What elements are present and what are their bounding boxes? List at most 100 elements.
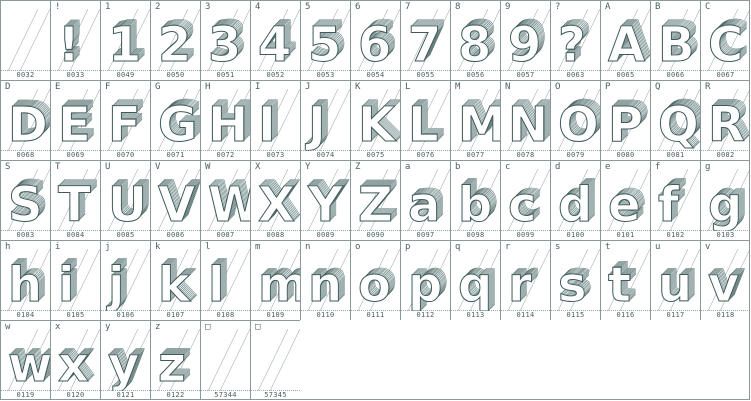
glyph-extrusion: 3 (213, 12, 246, 68)
glyph-extrusion: ? (564, 11, 592, 67)
glyph-label: H (205, 82, 211, 92)
baseline-guide (251, 150, 300, 151)
glyph-code: 57345 (264, 391, 287, 399)
glyph-face: y (108, 337, 139, 391)
glyph-face: f (658, 177, 680, 231)
glyph-code: 0113 (466, 311, 485, 319)
glyph-code: 0090 (366, 231, 385, 239)
baseline-guide (101, 70, 150, 71)
glyph-extrusion: 3 (209, 16, 242, 71)
glyph-face: i (58, 257, 74, 311)
glyph-extrusion: q (459, 256, 493, 311)
glyph-extrusion: l (211, 254, 227, 310)
glyph-extrusion: H (211, 94, 250, 150)
glyph-label: j (105, 242, 111, 252)
glyph-cell[interactable]: 0032 (0, 0, 50, 80)
glyph-label: s (555, 242, 561, 252)
glyph-label: o (355, 242, 361, 252)
glyph-extrusion: v (709, 256, 740, 311)
glyph-cell[interactable]: !!!!!!!!0033 (50, 0, 100, 80)
glyph-extrusion: y (113, 332, 144, 388)
glyph-extrusion: 9 (510, 15, 543, 71)
glyph-cell[interactable]: ????????0063 (550, 0, 600, 80)
glyph-extrusion: C (713, 12, 748, 68)
glyph-extrusion: m (259, 256, 300, 311)
glyph-extrusion: B (660, 15, 697, 71)
glyph-code: 0080 (616, 151, 635, 159)
glyph-face: K (358, 97, 397, 151)
baseline-guide (301, 150, 350, 151)
glyph-extrusion: l (213, 252, 229, 308)
glyph-cell[interactable]: □57345 (250, 320, 300, 400)
glyph-cell[interactable]: □57344 (200, 320, 250, 400)
glyph-extrusion: H (209, 96, 249, 151)
glyph-extrusion: O (559, 96, 600, 151)
